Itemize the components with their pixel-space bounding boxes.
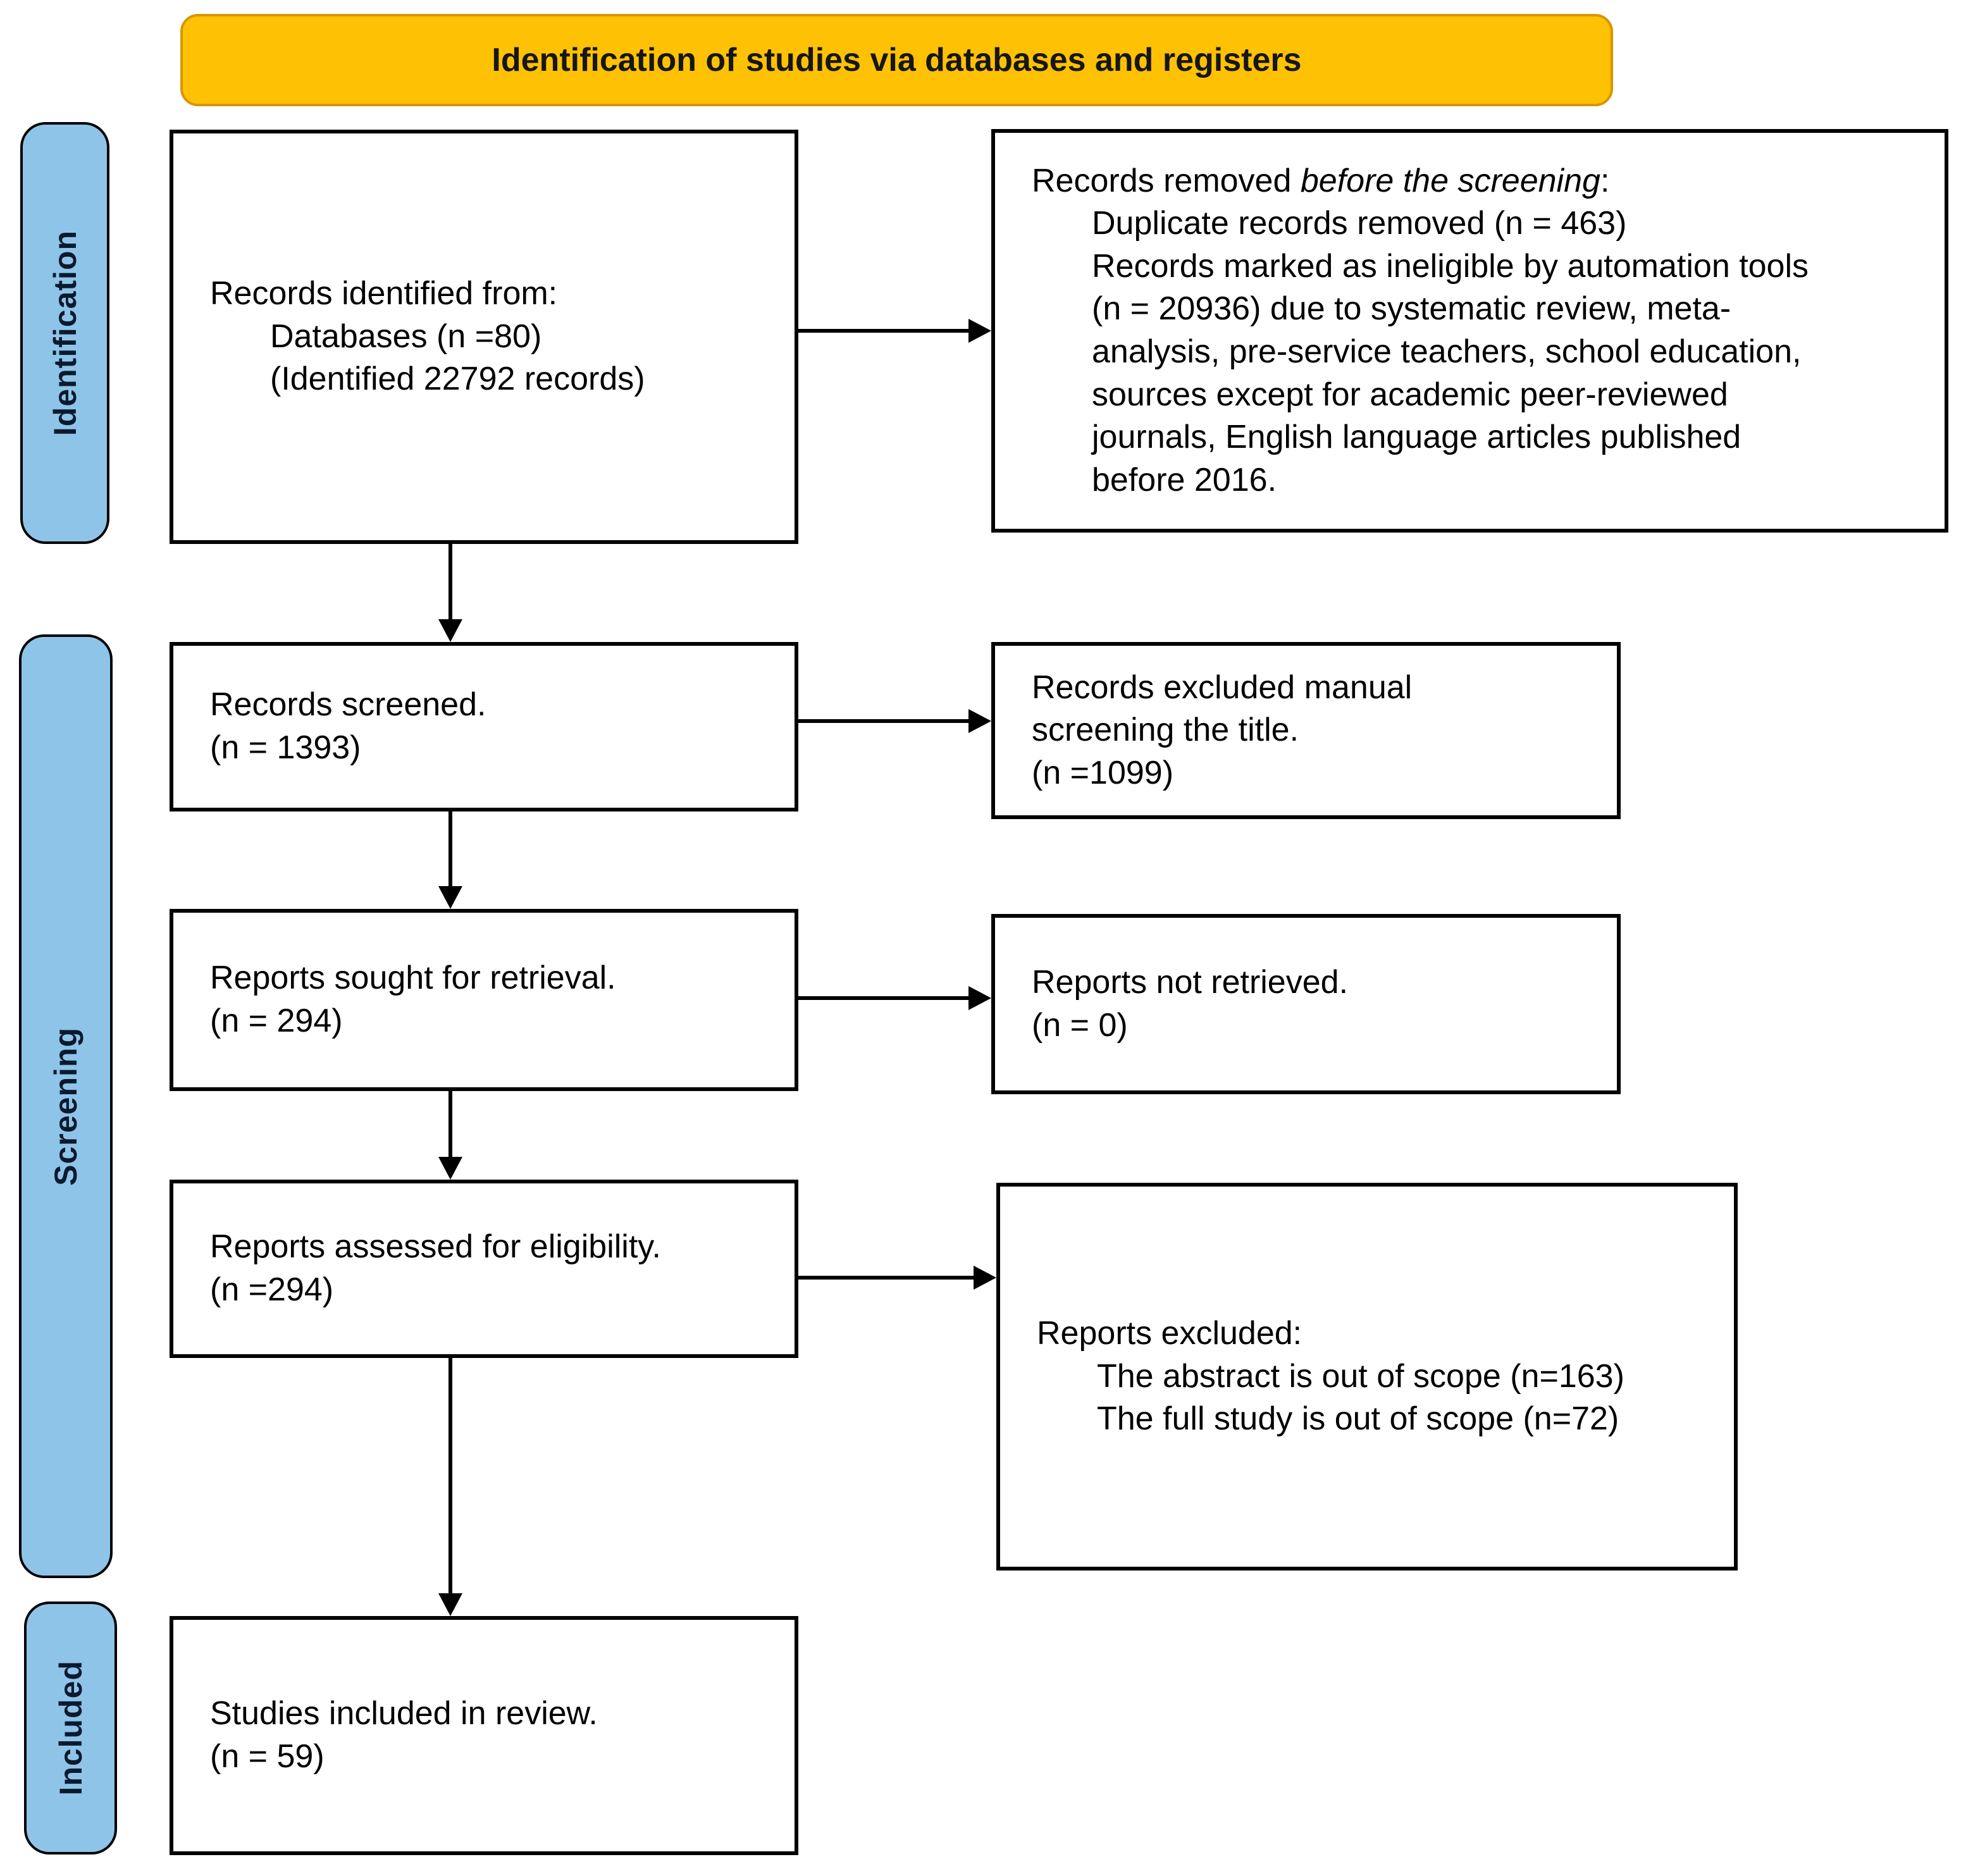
records-excluded-line2: screening the title. xyxy=(1032,712,1299,749)
reports-sought-line2: (n = 294) xyxy=(210,1003,343,1039)
box-records-identified: Records identified from: Databases (n =8… xyxy=(170,130,798,544)
records-removed-detail1: Duplicate records removed (n = 463) xyxy=(1092,205,1627,242)
arrow-sought-to-not-retrieved xyxy=(798,986,991,1010)
reports-sought-line1: Reports sought for retrieval. xyxy=(210,960,616,997)
records-removed-detail7: before 2016. xyxy=(1092,461,1277,498)
arrow-sought-to-assessed xyxy=(438,1091,462,1180)
arrow-assessed-to-excluded xyxy=(798,1266,996,1290)
records-identified-line1: Records identified from: xyxy=(210,275,558,312)
arrow-screened-to-excluded xyxy=(798,709,991,733)
arrow-identified-to-screened xyxy=(438,544,462,642)
records-removed-intro-prefix: Records removed xyxy=(1032,162,1301,199)
reports-assessed-line2: (n =294) xyxy=(210,1271,334,1308)
records-removed-detail5: sources except for academic peer-reviewe… xyxy=(1092,376,1728,413)
records-removed-detail4: analysis, pre-service teachers, school e… xyxy=(1092,333,1802,370)
records-removed-detail2: Records marked as ineligible by automati… xyxy=(1092,247,1809,285)
records-excluded-line1: Records excluded manual xyxy=(1032,669,1413,706)
records-screened-line1: Records screened. xyxy=(210,686,486,724)
reports-excluded-line3: The full study is out of scope (n=72) xyxy=(1097,1400,1619,1438)
box-records-excluded-manual: Records excluded manual screening the ti… xyxy=(991,642,1621,819)
stage-screening-label: Screening xyxy=(48,1027,84,1186)
reports-excluded-line2: The abstract is out of scope (n=163) xyxy=(1097,1357,1624,1395)
box-reports-not-retrieved: Reports not retrieved. (n = 0) xyxy=(991,914,1621,1094)
box-records-screened: Records screened. (n = 1393) xyxy=(170,642,798,811)
records-removed-intro-italic: before the screening xyxy=(1300,162,1600,199)
studies-included-line2: (n = 59) xyxy=(210,1738,325,1775)
reports-excluded-line1: Reports excluded: xyxy=(1037,1315,1302,1352)
stage-included: Included xyxy=(24,1601,117,1854)
studies-included-line1: Studies included in review. xyxy=(210,1695,598,1732)
arrow-assessed-to-included xyxy=(438,1358,462,1616)
records-excluded-line3: (n =1099) xyxy=(1032,754,1174,791)
box-reports-sought: Reports sought for retrieval. (n = 294) xyxy=(170,909,798,1091)
reports-not-retrieved-line2: (n = 0) xyxy=(1032,1006,1128,1044)
box-reports-assessed: Reports assessed for eligibility. (n =29… xyxy=(170,1180,798,1358)
arrow-identified-to-removed xyxy=(798,319,991,343)
stage-identification: Identification xyxy=(20,122,109,544)
reports-not-retrieved-line1: Reports not retrieved. xyxy=(1032,963,1349,1001)
reports-assessed-line1: Reports assessed for eligibility. xyxy=(210,1228,661,1266)
stage-included-label: Included xyxy=(53,1660,89,1796)
arrow-screened-to-sought xyxy=(438,811,462,909)
records-removed-intro-colon: : xyxy=(1600,162,1610,199)
title-banner-label: Identification of studies via databases … xyxy=(492,42,1302,78)
stage-identification-label: Identification xyxy=(47,230,83,436)
records-removed-intro: Records removed before the screening: xyxy=(1032,160,1933,203)
box-studies-included: Studies included in review. (n = 59) xyxy=(170,1616,798,1855)
records-identified-line2: Databases (n =80) xyxy=(270,318,542,355)
stage-screening: Screening xyxy=(19,634,113,1578)
records-screened-line2: (n = 1393) xyxy=(210,729,361,766)
records-removed-detail3: (n = 20936) due to systematic review, me… xyxy=(1092,290,1731,328)
title-banner: Identification of studies via databases … xyxy=(180,14,1613,106)
box-reports-excluded: Reports excluded: The abstract is out of… xyxy=(996,1183,1738,1571)
records-removed-detail6: journals, English language articles publ… xyxy=(1092,419,1741,456)
box-records-removed: Records removed before the screening: Du… xyxy=(991,129,1948,533)
records-identified-line3: (Identified 22792 records) xyxy=(270,361,645,398)
